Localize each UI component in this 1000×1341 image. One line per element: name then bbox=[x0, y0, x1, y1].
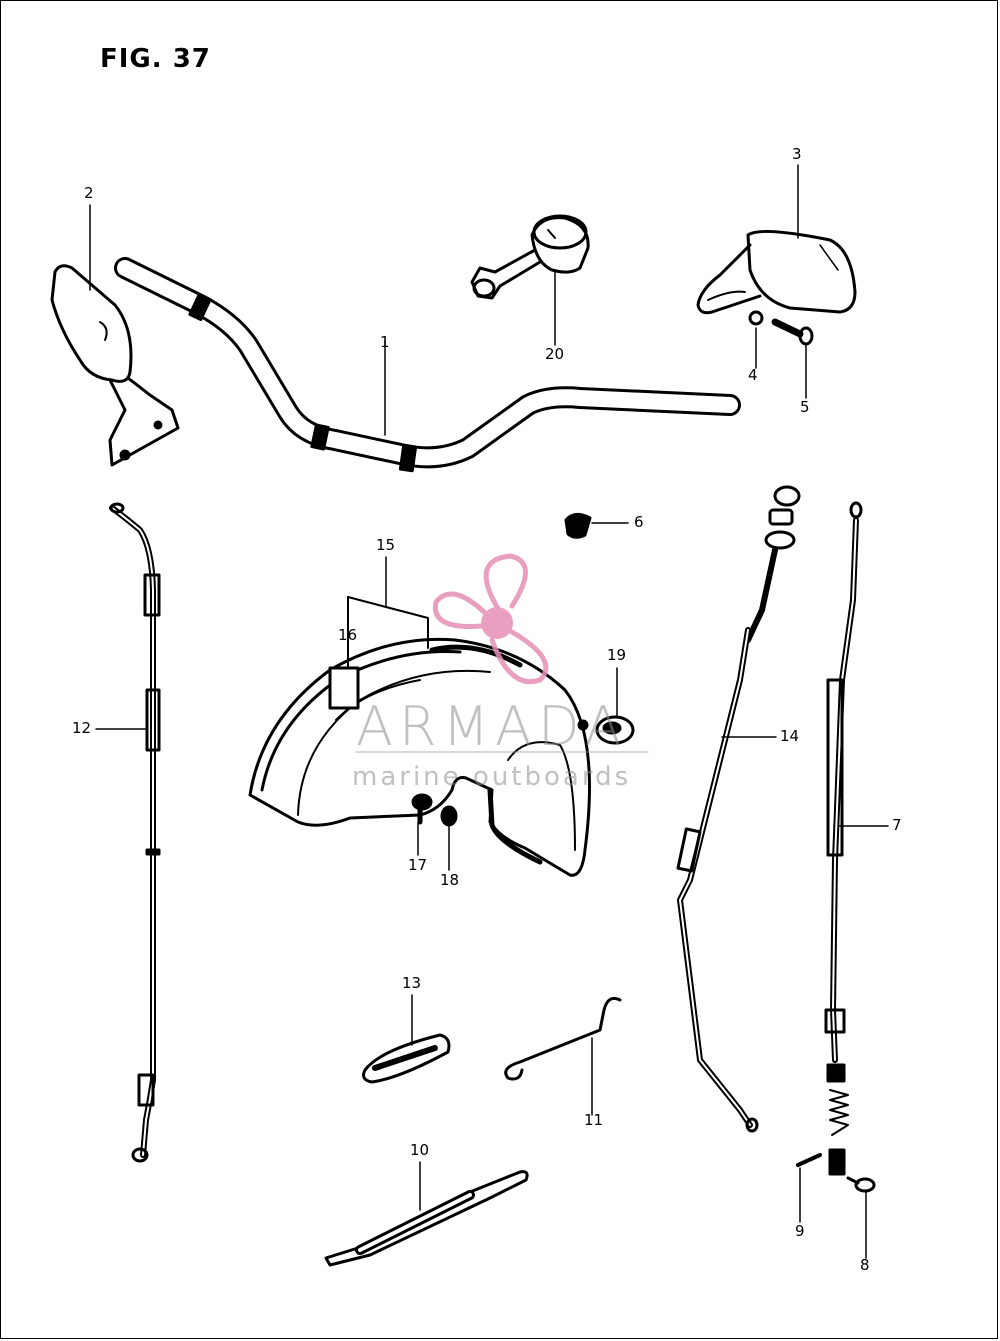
center-cable-part bbox=[676, 485, 801, 1133]
gauge-part bbox=[470, 214, 590, 300]
figure-title: FIG. 37 bbox=[100, 44, 211, 74]
left-cable-part bbox=[109, 502, 161, 1163]
callout-18: 18 bbox=[440, 871, 460, 889]
callout-15: 15 bbox=[376, 536, 396, 554]
leader-lines bbox=[89, 164, 889, 1259]
callout-3: 3 bbox=[792, 145, 802, 163]
watermark-logo bbox=[355, 553, 649, 753]
rod-tool-part bbox=[324, 1170, 529, 1267]
front-fender-part bbox=[248, 596, 591, 877]
cotter-pin-part bbox=[796, 1153, 822, 1167]
screw-part bbox=[846, 1176, 876, 1193]
right-mirror-part bbox=[696, 229, 857, 315]
callout-13: 13 bbox=[402, 974, 422, 992]
fender-bolt-part bbox=[411, 793, 433, 825]
callout-9: 9 bbox=[795, 1222, 805, 1240]
right-cable-part bbox=[824, 501, 863, 1176]
callout-17: 17 bbox=[408, 856, 428, 874]
grommet-part bbox=[577, 715, 635, 745]
callout-5: 5 bbox=[800, 398, 810, 416]
left-mirror-part bbox=[50, 264, 180, 467]
handlebar-part bbox=[114, 257, 741, 473]
washer-part bbox=[748, 310, 764, 326]
callout-12: 12 bbox=[72, 719, 92, 737]
callout-19: 19 bbox=[607, 646, 627, 664]
callout-1: 1 bbox=[380, 333, 390, 351]
bracket-part bbox=[362, 1033, 451, 1084]
cap-part bbox=[564, 513, 592, 539]
watermark-tagline: marine outboards bbox=[352, 762, 632, 792]
callout-16: 16 bbox=[338, 626, 358, 644]
mirror-bolt-part bbox=[771, 318, 814, 346]
callout-4: 4 bbox=[748, 366, 758, 384]
callout-14: 14 bbox=[780, 727, 800, 745]
fender-nut-part bbox=[440, 805, 458, 827]
callout-20: 20 bbox=[545, 345, 565, 363]
callout-2: 2 bbox=[84, 184, 94, 202]
callout-11: 11 bbox=[584, 1111, 604, 1129]
callout-7: 7 bbox=[892, 816, 902, 834]
callout-8: 8 bbox=[860, 1256, 870, 1274]
callout-6: 6 bbox=[634, 513, 644, 531]
callout-10: 10 bbox=[410, 1141, 430, 1159]
watermark-brand: ARMADA bbox=[356, 695, 628, 758]
spring-clip-part bbox=[504, 996, 622, 1081]
